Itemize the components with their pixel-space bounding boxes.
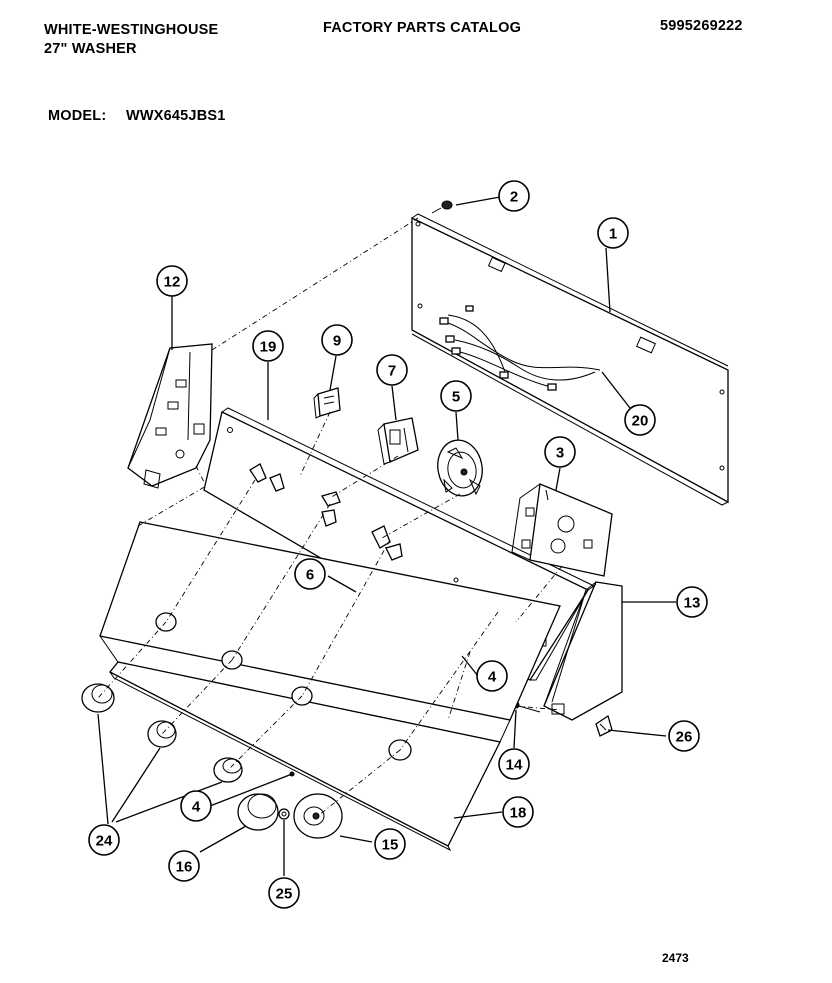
callout-label: 26 bbox=[676, 729, 693, 746]
callout-label: 4 bbox=[192, 799, 201, 816]
callout-25: 25 bbox=[268, 877, 300, 909]
knob-part-16 bbox=[237, 793, 279, 831]
knob-part-24-b bbox=[147, 720, 177, 748]
end-cap bbox=[543, 581, 623, 721]
callout-label: 16 bbox=[176, 859, 193, 876]
callout-1: 1 bbox=[597, 217, 629, 249]
callout-label: 6 bbox=[306, 567, 314, 584]
timer-part-5 bbox=[437, 439, 483, 497]
catalog-title: FACTORY PARTS CATALOG bbox=[323, 20, 522, 36]
callout-20: 20 bbox=[624, 404, 656, 436]
callout-label: 19 bbox=[260, 339, 277, 356]
left-bracket bbox=[127, 343, 213, 489]
callout-label: 25 bbox=[276, 886, 293, 903]
callout-18: 18 bbox=[502, 796, 534, 828]
callout-label: 18 bbox=[510, 805, 527, 822]
selector-switch-part-7 bbox=[377, 417, 419, 465]
callout-label: 14 bbox=[506, 757, 523, 774]
callout-6: 6 bbox=[294, 558, 326, 590]
callout-2: 2 bbox=[498, 180, 530, 212]
leader-lines bbox=[97, 196, 676, 876]
callout-15: 15 bbox=[374, 828, 406, 860]
callout-label: 4 bbox=[488, 669, 497, 686]
callout-24: 24 bbox=[88, 824, 120, 856]
callout-label: 12 bbox=[164, 274, 181, 291]
knob-part-15 bbox=[293, 793, 343, 839]
callout-4-upper: 4 bbox=[476, 660, 508, 692]
clip-part-26 bbox=[595, 714, 613, 737]
callout-label: 15 bbox=[382, 837, 399, 854]
callout-label: 7 bbox=[388, 363, 396, 380]
catalog-number: 5995269222 bbox=[660, 18, 743, 34]
washer-part-25 bbox=[278, 808, 290, 820]
callout-label: 3 bbox=[556, 445, 564, 462]
assembly-lines bbox=[97, 217, 597, 817]
callout-19: 19 bbox=[252, 330, 284, 362]
callout-label: 24 bbox=[96, 833, 113, 850]
callout-9: 9 bbox=[321, 324, 353, 356]
model-label: MODEL: bbox=[48, 108, 107, 124]
callout-16: 16 bbox=[168, 850, 200, 882]
brand-name: WHITE-WESTINGHOUSE bbox=[44, 22, 219, 38]
callout-label: 13 bbox=[684, 595, 701, 612]
knob-part-24-a bbox=[81, 683, 115, 713]
callout-7: 7 bbox=[376, 354, 408, 386]
callout-26: 26 bbox=[668, 720, 700, 752]
wire-harness bbox=[439, 305, 601, 391]
callout-3: 3 bbox=[544, 436, 576, 468]
callout-5: 5 bbox=[440, 380, 472, 412]
product-name: 27" WASHER bbox=[44, 41, 137, 57]
callout-label: 9 bbox=[333, 333, 341, 350]
screw-part-2 bbox=[431, 200, 453, 214]
model-value: WWX645JBS1 bbox=[126, 108, 226, 124]
callout-label: 20 bbox=[632, 413, 649, 430]
callout-label: 5 bbox=[452, 389, 460, 406]
diagram-code: 2473 bbox=[662, 951, 689, 965]
callout-14: 14 bbox=[498, 748, 530, 780]
switch-part-9 bbox=[313, 387, 341, 419]
callout-4-lower: 4 bbox=[180, 790, 212, 822]
callout-13: 13 bbox=[676, 586, 708, 618]
callout-12: 12 bbox=[156, 265, 188, 297]
front-control-panel bbox=[99, 521, 561, 852]
callout-label: 2 bbox=[510, 189, 518, 206]
water-level-switch-part-3 bbox=[511, 483, 613, 577]
callout-label: 1 bbox=[609, 226, 617, 243]
